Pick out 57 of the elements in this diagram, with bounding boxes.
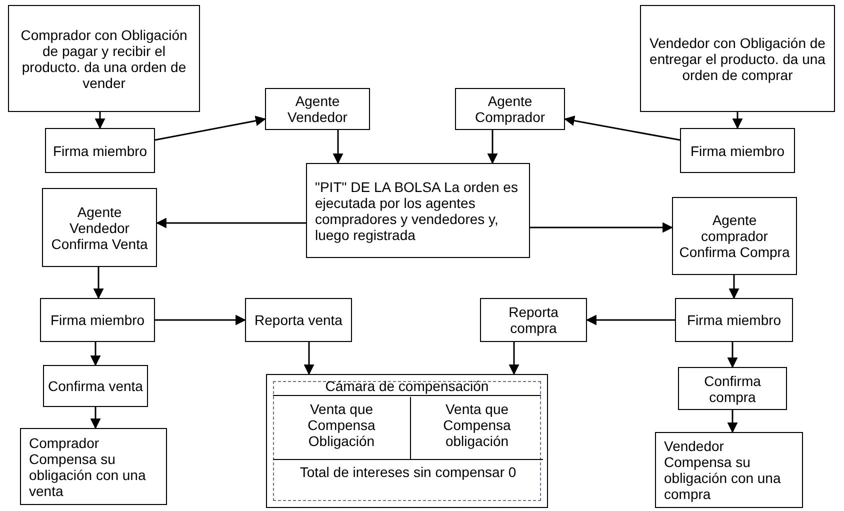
node-text: Firma miembro [686,312,782,328]
node-text: Firma miembro [50,312,145,328]
arrow [332,130,344,164]
process-box [245,298,352,342]
process-box [40,298,155,342]
arrow [156,218,306,228]
process-box [480,298,587,342]
arrow [487,130,498,164]
arrow [586,314,675,326]
process-box [675,298,793,342]
node-text: "PIT" DE LA BOLSA La orden es ejecutada por los agentes compradores y vendedores y, luego registrada [315,178,519,242]
node-text: Agente Vendedor [286,93,348,125]
arrow [564,116,680,141]
process-box [265,88,370,130]
process-box [306,163,530,258]
process-box [42,188,157,267]
process-box [655,432,803,508]
arrow [508,342,520,376]
arrow [90,407,101,430]
arrow [154,116,266,141]
process-box [20,428,167,505]
node-text: Agente Vendedor Confirma Venta [50,204,149,252]
node-text: Venta que Compensa Obligación [306,401,376,449]
node-text: Total de intereses sin compensar 0 [300,464,516,480]
arrow [727,342,738,368]
node-text: Confirma venta [48,378,143,394]
arrow [728,275,740,300]
group-box [266,374,548,508]
node-text: Vendedor Compensa su obligación con una compra [664,438,782,502]
arrow [727,410,738,434]
arrow [530,222,674,233]
node-text: Confirma compra [703,372,762,404]
arrow [155,314,246,326]
node-text: Venta que Compensa obligación [442,401,512,449]
arrow [304,342,314,376]
process-box [678,367,787,410]
node-text: Reporta venta [254,312,342,328]
node-text: Firma miembro [52,142,148,158]
arrow [94,112,106,130]
process-box [43,365,148,407]
arrow [732,112,743,130]
arrow [90,342,101,366]
node-text: Comprador Compensa su obligación con una venta [29,434,147,498]
node-text: Comprador con Obligación de pagar y recibir el producto. da una orden de vender [20,26,188,90]
node-text: Reporta compra [508,304,560,336]
group-title: Cámara de compensación [273,377,541,396]
process-box [672,197,797,275]
process-box [680,128,795,173]
node-text: Agente Comprador [474,93,546,125]
process-box [455,88,565,130]
node-text: Agente comprador Confirma Compra [678,212,791,260]
node-text: Firma miembro [690,142,785,158]
process-box [45,128,155,173]
process-box [8,5,200,112]
node-text: Vendedor con Obligación de entregar el producto. da una orden de comprar [648,34,826,82]
arrow [93,267,104,300]
process-box [640,5,835,112]
